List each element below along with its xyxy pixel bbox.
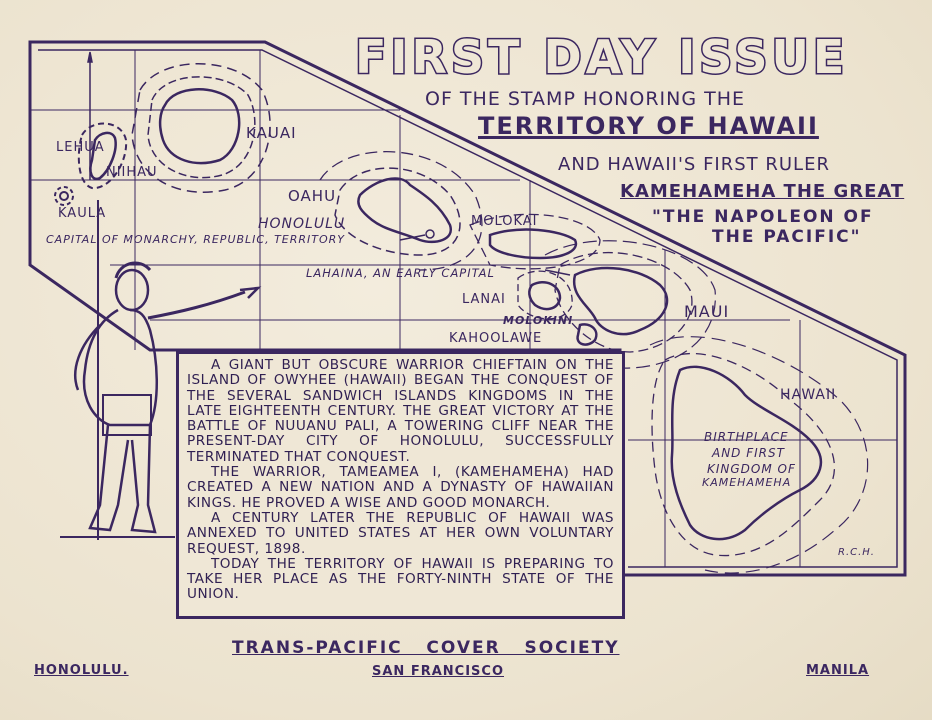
molokai-island <box>469 213 601 270</box>
story-paragraph-2: THE WARRIOR, TAMEAMEA I, (KAMEHAMEHA) HA… <box>187 464 614 511</box>
label-birthplace-4: KAMEHAMEHA <box>702 476 792 489</box>
story-paragraph-4: TODAY THE TERRITORY OF HAWAII IS PREPARI… <box>187 555 614 603</box>
subtitle-line-3: AND HAWAII'S FIRST RULER <box>558 154 830 175</box>
label-lahaina: LAHAINA, AN EARLY CAPITAL <box>306 266 495 280</box>
lanai-island <box>517 270 573 320</box>
label-maui: MAUI <box>684 302 730 321</box>
footer-san-francisco: SAN FRANCISCO <box>372 664 504 679</box>
kauai-island <box>131 63 271 193</box>
label-lanai: LANAI <box>462 292 506 307</box>
label-molokai: MOLOKAI <box>471 214 538 229</box>
footer-manila: MANILA <box>806 663 870 678</box>
story-box: A GIANT BUT OBSCURE WARRIOR CHIEFTAIN ON… <box>176 351 625 619</box>
label-birthplace-2: AND FIRST <box>712 446 785 460</box>
story-paragraph-1: A GIANT BUT OBSCURE WARRIOR CHIEFTAIN ON… <box>187 357 614 465</box>
subtitle-line-1: OF THE STAMP HONORING THE <box>425 88 746 110</box>
label-oahu: OAHU <box>288 187 337 205</box>
hawaii-island <box>649 336 869 574</box>
footer-honolulu: HONOLULU. <box>34 663 129 678</box>
quote-line-2: THE PACIFIC" <box>712 227 862 247</box>
label-capital: CAPITAL OF MONARCHY, REPUBLIC, TERRITORY <box>46 233 346 246</box>
label-birthplace-3: KINGDOM OF <box>707 462 796 476</box>
label-molokini: MOLOKINI <box>503 314 574 327</box>
label-niihau: NIIHAU <box>106 165 158 180</box>
maui-island <box>544 240 716 369</box>
territory-title: TERRITORY OF HAWAII <box>478 112 819 140</box>
label-lehua: LEHUA <box>56 140 105 155</box>
label-birthplace-1: BIRTHPLACE <box>704 430 789 444</box>
label-honolulu: HONOLULU <box>258 216 346 232</box>
artist-initials: R.C.H. <box>838 547 875 558</box>
label-kaula: KAULA <box>58 206 107 221</box>
label-kauai: KAUAI <box>246 124 297 142</box>
quote-line-1: "THE NAPOLEON OF <box>652 207 874 227</box>
society-name: TRANS-PACIFIC COVER SOCIETY <box>232 638 620 658</box>
niihau-island <box>54 60 128 206</box>
ruler-name: KAMEHAMEHA THE GREAT <box>620 181 905 202</box>
main-title: FIRST DAY ISSUE <box>353 29 849 86</box>
label-kahoolawe: KAHOOLAWE <box>449 331 543 346</box>
kamehameha-figure <box>60 200 262 540</box>
story-paragraph-3: A CENTURY LATER THE REPUBLIC OF HAWAII W… <box>187 509 614 557</box>
label-hawaii: HAWAII <box>780 387 837 403</box>
oahu-island <box>319 151 483 271</box>
